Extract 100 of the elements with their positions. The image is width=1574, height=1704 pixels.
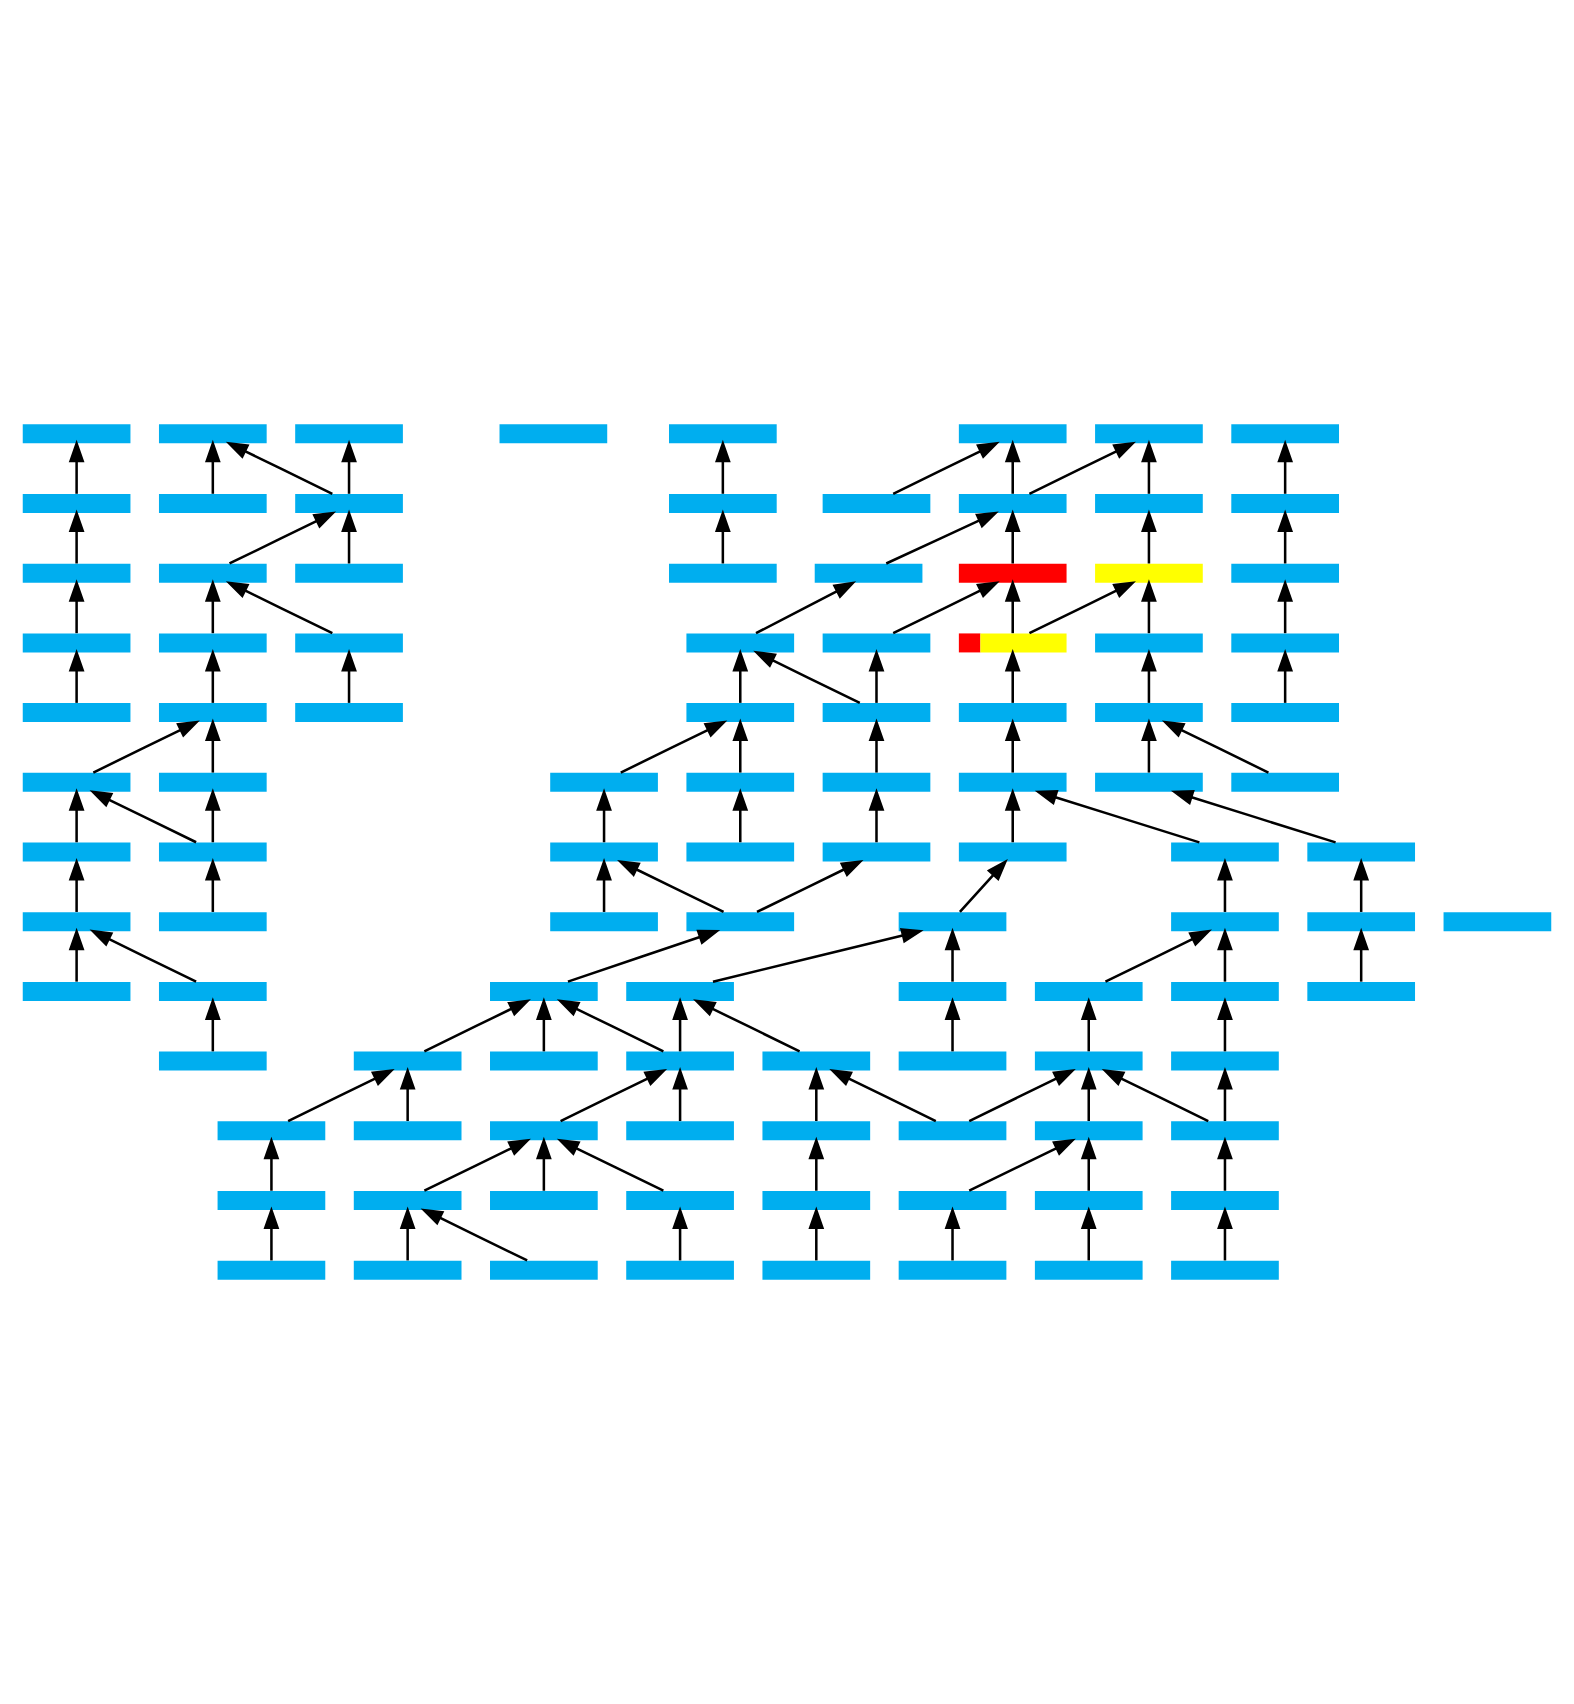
node-bar [295,563,403,583]
arrow [1277,509,1294,564]
node-bar [898,1121,1007,1141]
node-bar [814,563,923,583]
node-bar [158,981,267,1001]
arrow [1353,857,1370,912]
node-bar [22,633,131,653]
arrow [944,997,961,1052]
arrow [732,648,749,703]
arrow [755,581,857,635]
node-bar [1171,1121,1279,1141]
arrow [1161,720,1269,774]
arrow [287,1069,395,1123]
node-bar [1231,424,1339,444]
node-bar [822,842,931,862]
node-bar [490,981,598,1001]
arrow [617,859,725,914]
arrow [536,1136,552,1191]
arrow [693,999,801,1053]
arrow [1028,441,1136,495]
node-bar [1034,1051,1143,1071]
arrow [536,997,552,1052]
arrow [204,788,221,843]
arrow [1004,509,1021,564]
node-bar [958,772,1067,792]
node-bar [1171,912,1279,932]
node-bar [22,981,131,1001]
arrow [672,1206,688,1261]
arrow [556,1138,664,1192]
arrow [712,928,924,983]
node-bar [217,1260,326,1280]
arrow [892,581,1000,635]
arrow [204,439,221,494]
arrow [1004,439,1021,494]
node-bar [898,912,1007,932]
node-bar [958,424,1067,444]
arrow [808,1067,825,1122]
node-bar [22,703,131,723]
arrow [567,929,721,983]
arrow [89,929,197,983]
arrow [68,857,85,912]
arrow [204,997,221,1052]
arrow [808,1206,825,1261]
arrow [341,439,357,494]
arrow [341,509,357,564]
arrow [1004,718,1021,773]
arrow [1141,509,1157,564]
arrow [204,718,221,773]
node-bar [22,494,131,514]
arrow [1028,581,1136,635]
arrow [868,718,885,773]
node-bar [1095,424,1203,444]
node-bar [1231,494,1339,514]
node-bar [353,1051,462,1071]
node-bar [898,1051,1007,1071]
node-bar [1307,912,1416,932]
node-bar [898,981,1007,1001]
node-bar [1443,912,1552,932]
arrow [1080,1067,1097,1122]
arrow [714,439,731,494]
arrow [341,648,357,703]
node-bar [490,1051,598,1071]
node-bar [295,494,403,514]
arrow [68,439,85,494]
arrow [968,1069,1076,1123]
node-bar [686,912,795,932]
arrow [1080,1206,1097,1261]
node-bar [1095,494,1203,514]
arrow [868,788,885,843]
arrow [868,648,885,703]
node-bar [550,842,658,862]
node-bar [626,1190,734,1210]
arrow [732,718,749,773]
arrow [829,1069,937,1123]
node-bar [1095,772,1203,792]
arrow [1141,648,1157,703]
arrow [1004,579,1021,634]
node-bar [669,424,777,444]
node-bar [158,424,267,444]
node-bar [1231,772,1339,792]
node-bar [1034,1190,1143,1210]
node-bar [762,1260,871,1280]
node-bar [550,912,658,932]
node-bar [669,494,777,514]
node-bar [1231,703,1339,723]
node-bar [686,772,795,792]
arrow [68,927,85,982]
node-bar [158,703,267,723]
arrow [968,1138,1076,1192]
node-bar [1171,1051,1279,1071]
node-bar [295,633,403,653]
node-bar [958,563,1067,583]
node-bar [1171,1190,1279,1210]
arrow [1217,997,1233,1052]
arrow [225,581,333,635]
arrow [672,997,688,1052]
node-bar [686,703,795,723]
node-bar [22,912,131,932]
node-bar [353,1260,462,1280]
node-bar [1231,633,1339,653]
